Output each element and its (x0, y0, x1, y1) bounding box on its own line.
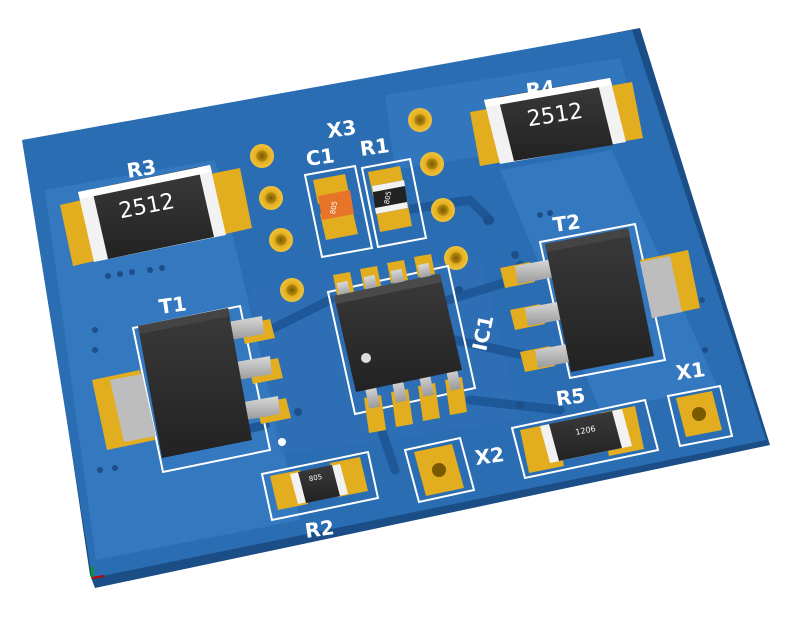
x3-pad-4 (280, 278, 304, 302)
capacitor-c1: 805 (303, 164, 374, 259)
designator-r5: R5 (554, 383, 586, 411)
designator-x1: X1 (674, 357, 706, 385)
x3-pad-3 (269, 228, 293, 252)
c1-package-label: 805 (329, 200, 339, 215)
x3-pad-6 (420, 152, 444, 176)
resistor-r5: 1206 (510, 398, 660, 480)
origin-axis-marker (91, 566, 105, 579)
ic-ic1 (326, 254, 477, 433)
designator-r3: R3 (125, 155, 158, 183)
x3-pad-5 (408, 108, 432, 132)
connector-x3 (250, 108, 468, 302)
x3-pad-2 (259, 186, 283, 210)
r1-package-label: 805 (383, 190, 393, 205)
r2-package-label: 805 (308, 473, 323, 483)
designator-t1: T1 (157, 291, 188, 319)
ic1-pin1-marker (361, 353, 371, 363)
designator-c1: C1 (304, 143, 336, 171)
resistor-r3: 2512 (60, 165, 252, 266)
x3-pad-8 (444, 246, 468, 270)
resistor-r4: 2512 (470, 78, 643, 166)
x3-pad-7 (431, 198, 455, 222)
resistor-r1: 805 (360, 157, 428, 249)
resistor-r2: 805 (260, 450, 380, 522)
designator-r2: R2 (303, 515, 335, 543)
x3-pad-1 (250, 144, 274, 168)
transistor-t2 (500, 222, 700, 380)
designator-r1: R1 (358, 133, 390, 161)
designator-x3: X3 (325, 115, 357, 143)
testpoint-x1 (666, 384, 734, 448)
transistor-t1 (92, 304, 291, 474)
r5-package-label: 1206 (575, 424, 597, 437)
designator-r4: R4 (524, 75, 556, 103)
designator-t2: T2 (551, 209, 582, 237)
designator-x2: X2 (473, 442, 505, 470)
testpoint-x2 (403, 436, 476, 504)
